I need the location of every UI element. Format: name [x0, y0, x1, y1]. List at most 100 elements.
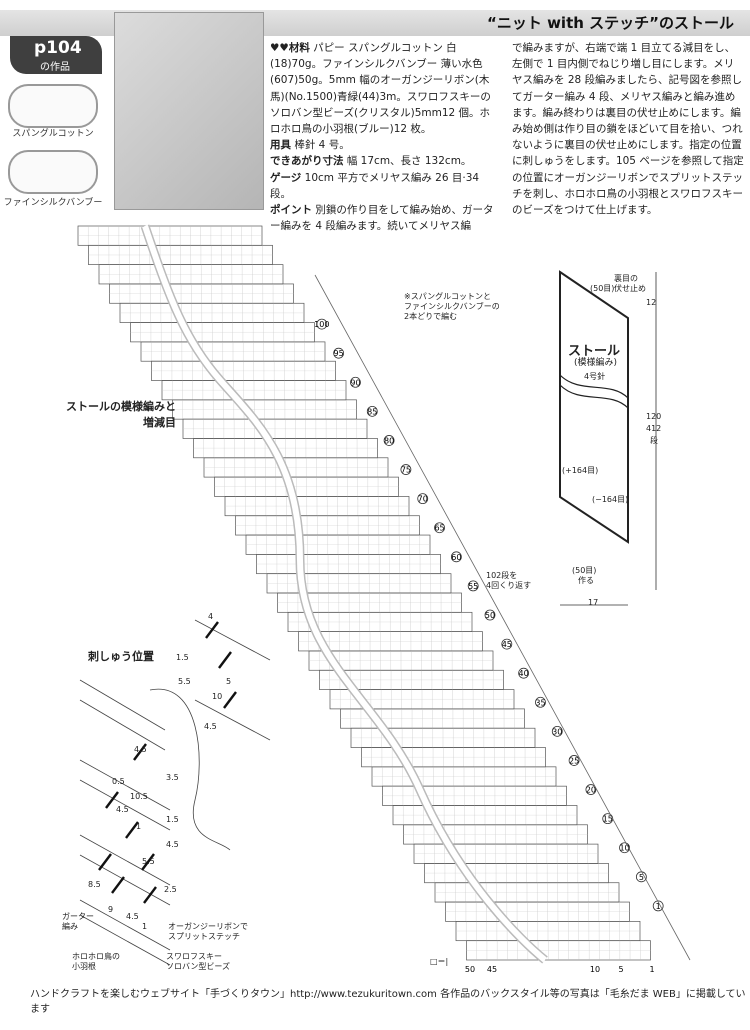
stole-chart-grid	[77, 225, 651, 961]
bead-label: スワロフスキー ソロバン型ビーズ	[166, 952, 230, 971]
page-number: p104	[34, 38, 82, 58]
schematic-height: 120	[646, 412, 662, 421]
row-number: 40	[519, 669, 529, 678]
row-number-circle	[316, 318, 328, 330]
yarn-label: スパングルコットン	[12, 129, 94, 139]
measure-label: 4.5	[204, 722, 217, 731]
row-number-marks: 1009590858075706560555045403530252015105…	[314, 318, 664, 912]
schematic-width: 17	[588, 598, 599, 607]
schematic-title: ストール	[568, 344, 621, 359]
yarn-sample-bamboo	[8, 150, 98, 194]
split-stitch	[98, 853, 112, 871]
stitch-number: 5	[618, 965, 623, 974]
ribbon-path-inner	[142, 225, 547, 963]
materials-body: パピー スパングルコットン 白(18)70g。ファインシルクバンブー 薄い水色(…	[270, 42, 491, 136]
measure-label: 5.5	[142, 857, 155, 866]
row-number-circle	[551, 725, 563, 737]
tools-value: 棒針 4 号。	[294, 139, 350, 152]
row-number-circle	[501, 638, 513, 650]
schematic-dec: (−164目)	[592, 495, 629, 504]
stitch-number: 50	[465, 965, 475, 974]
row-number: 5	[639, 873, 644, 882]
row-number-circle	[333, 347, 345, 359]
yarn-label: ファインシルクバンブー	[3, 198, 103, 208]
row-number-circle	[535, 696, 546, 708]
row-number-circle	[400, 464, 412, 475]
row-number: 50	[485, 611, 495, 620]
row-number: 1	[656, 902, 661, 911]
tools-label: 用具	[270, 139, 291, 152]
schematic-rows: 412	[646, 424, 662, 433]
measure-label: 4.5	[166, 840, 179, 849]
chart-legend: □＝|	[430, 957, 449, 966]
row-number: 80	[384, 436, 394, 445]
measure-label: 5.5	[178, 677, 191, 686]
measure-label: 1	[142, 922, 148, 931]
stitch-number: 10	[590, 965, 600, 974]
row-number: 75	[401, 466, 411, 475]
row-number-circle	[366, 405, 378, 417]
split-stitch	[218, 651, 232, 669]
chart-title: ストールの模様編みと 増減目	[66, 400, 176, 429]
schematic-top-note: 裏目の 伏せ止め	[614, 274, 646, 293]
measure-label: 1.5	[176, 653, 189, 662]
row-number-circle	[585, 784, 597, 795]
measure-label: 4.5	[116, 805, 129, 814]
page-title: “ニット with ステッチ”のストール	[486, 14, 734, 32]
schematic-top-count: (50目)	[590, 284, 615, 293]
measure-label: 2.5	[164, 885, 177, 894]
schematic-shape	[559, 270, 629, 544]
split-stitch	[105, 791, 119, 809]
point-label: ポイント	[270, 204, 312, 217]
schematic-needle: 4号針	[584, 372, 606, 381]
row-number: 55	[468, 582, 478, 591]
row-number-circle	[518, 667, 530, 679]
page-number-sub: の作品	[40, 62, 70, 73]
row-number-circle	[652, 900, 664, 912]
split-stitch	[223, 691, 237, 709]
yarn-sample-spangle	[8, 84, 98, 128]
schematic-bottom-note: 作る	[578, 576, 594, 585]
schematic-break	[559, 384, 629, 409]
repeat-guide-line	[314, 274, 691, 961]
split-stitch	[133, 743, 147, 761]
row-number-circle	[383, 435, 395, 446]
point-value: 別鎖の作り目をして編み始め、ガーター編みを 4 段編みます。続いてメリヤス編	[270, 204, 494, 233]
row-number: 90	[350, 378, 360, 387]
row-number: 25	[569, 756, 579, 765]
instructions-text: で編みますが、右端で端 1 目立てる減目をし、左側で 1 目内側でねじり増し目に…	[512, 42, 744, 217]
measure-label: 4.5	[134, 745, 147, 754]
row-number-circle	[484, 609, 496, 621]
row-number: 65	[434, 524, 444, 533]
ribbon-label: オーガンジーリボンで スプリットステッチ	[168, 922, 248, 941]
stole-photo	[114, 12, 264, 210]
schematic-inc: (+164目)	[562, 466, 599, 475]
measure-label: 8.5	[88, 880, 101, 889]
row-number: 100	[314, 320, 329, 329]
schematic-rows-unit: 段	[650, 436, 658, 445]
gauge-label: ゲージ	[270, 171, 302, 184]
size-label: できあがり寸法	[270, 155, 344, 168]
split-stitch	[205, 621, 219, 639]
measure-label: 5	[226, 677, 232, 686]
materials-heading: ♥♥材料	[270, 42, 310, 54]
measure-label: 10.5	[130, 792, 148, 801]
row-number-circle	[467, 580, 479, 592]
measure-label: 4	[208, 612, 214, 621]
split-stitch	[141, 853, 155, 871]
materials-text: ♥♥材料 パピー スパングルコットン 白(18)70g。ファインシルクバンブー …	[270, 40, 500, 234]
schematic-bottom-count: (50目)	[572, 566, 597, 575]
measure-label: 10	[212, 692, 223, 701]
row-number-circle	[350, 376, 361, 388]
row-number: 95	[334, 349, 344, 358]
row-number: 10	[619, 844, 629, 853]
row-number: 45	[502, 640, 512, 649]
row-number: 35	[535, 698, 545, 707]
split-stitch	[125, 821, 139, 839]
footer-text: ハンドクラフトを楽しむウェブサイト「手づくりタウン」http://www.tez…	[30, 989, 746, 1015]
stitch-number: 45	[487, 965, 497, 974]
row-number-circle	[434, 522, 445, 534]
chart-repeat-note: 102段を 4回くり返す	[486, 571, 532, 590]
